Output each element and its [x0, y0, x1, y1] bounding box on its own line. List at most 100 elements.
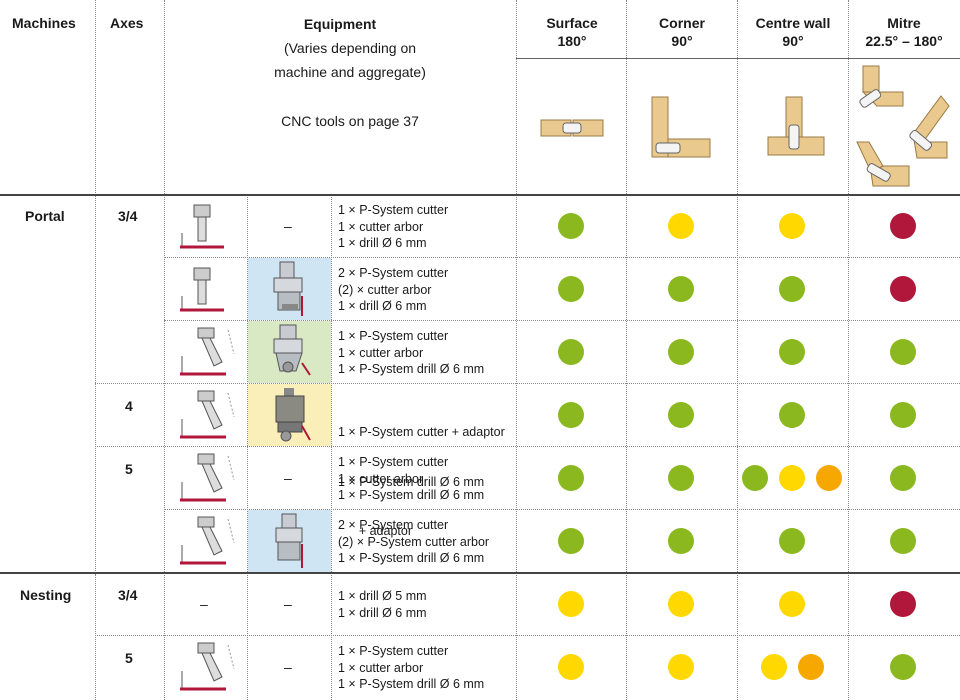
rating-dot-green	[668, 528, 694, 554]
header-surface: Surface 180°	[527, 14, 617, 50]
corner-joint-icon	[651, 96, 711, 158]
rating-dot-red	[890, 276, 916, 302]
machine-5axis-icon-1	[180, 327, 235, 376]
rating-dot-green	[890, 528, 916, 554]
vline-8	[331, 195, 332, 700]
vline-10	[95, 195, 96, 383]
rating-dot-yellow	[668, 213, 694, 239]
header-mitre-deg: 22.5° – 180°	[865, 33, 943, 49]
rating-dot-green	[668, 276, 694, 302]
rating-dot-red	[890, 591, 916, 617]
header-corner-label: Corner	[659, 15, 705, 31]
rating-dot-yellow	[779, 213, 805, 239]
eq-line: 2 × P-System cutter	[338, 266, 449, 280]
header-machines: Machines	[12, 15, 76, 31]
rating-dot-green	[779, 528, 805, 554]
equipment-row-6: 2 × P-System cutter (2) × P-System cutte…	[338, 517, 489, 567]
rating-dot-yellow	[779, 465, 805, 491]
header-axes: Axes	[110, 15, 144, 31]
rating-dot-green	[558, 402, 584, 428]
swivel-aggregate-icon	[273, 324, 311, 376]
angle-aggregate-icon	[273, 261, 303, 316]
row-line-4	[95, 446, 960, 447]
rating-dot-yellow	[668, 591, 694, 617]
rating-dot-yellow	[668, 654, 694, 680]
rating-dot-green	[558, 339, 584, 365]
header-surface-deg: 180°	[557, 33, 587, 49]
eq-line: 1 × cutter arbor	[338, 345, 424, 360]
machine-5axis-icon-5	[180, 642, 235, 691]
rating-dot-green	[779, 276, 805, 302]
eq-line: + adaptor	[338, 524, 413, 538]
rating-dot-green	[668, 465, 694, 491]
row-line-2	[164, 320, 960, 321]
header-corner: Corner 90°	[637, 14, 727, 50]
eq-line: 1 × P-System cutter	[338, 329, 449, 343]
rating-dot-green	[890, 339, 916, 365]
eq-line: (2) × cutter arbor	[338, 282, 432, 297]
header-centre: Centre wall 90°	[741, 14, 845, 50]
eq-line: 2 × P-System cutter	[338, 518, 449, 532]
double-aggregate-icon	[275, 513, 303, 568]
equipment-row-2: 2 × P-System cutter (2) × cutter arbor 1…	[338, 265, 448, 315]
axes-portal-34: 3/4	[118, 208, 138, 224]
eq-line: 1 × P-System drill Ø 6 mm	[338, 362, 485, 376]
rating-dot-green	[558, 213, 584, 239]
dash-aggregate-row8: –	[284, 659, 292, 675]
eq-line: 1 × drill Ø 6 mm	[338, 299, 427, 313]
rating-dot-yellow	[760, 654, 787, 680]
rating-dot-green	[779, 339, 805, 365]
rating-dot-green	[890, 402, 916, 428]
eq-line: 1 × drill Ø 6 mm	[338, 236, 427, 250]
header-equipment: Equipment	[303, 16, 377, 32]
dash-machine-row7: –	[200, 596, 208, 612]
rating-dot-green	[779, 402, 805, 428]
axes-nesting-5: 5	[125, 650, 133, 666]
header-centre-deg: 90°	[782, 33, 804, 49]
rating-dot-yellow	[558, 591, 584, 617]
header-mitre: Mitre 22.5° – 180°	[848, 14, 960, 50]
eq-line: 1 × drill Ø 5 mm	[338, 589, 427, 603]
centre-wall-joint-icon	[767, 96, 825, 156]
header-centre-label: Centre wall	[755, 15, 831, 31]
header-subline	[516, 58, 960, 59]
header-mitre-label: Mitre	[887, 15, 921, 31]
eq-line: (2) × P-System cutter arbor	[338, 534, 490, 549]
machine-3axis-icon-2	[180, 267, 224, 312]
group-portal: Portal	[25, 208, 65, 224]
rating-dot-green	[742, 465, 768, 491]
equipment-row-5: 1 × P-System cutter 1 × cutter arbor 1 ×…	[338, 454, 484, 504]
eq-line: 1 × P-System cutter	[338, 203, 449, 217]
vline-1	[95, 0, 96, 195]
eq-line: 1 × P-System cutter	[338, 455, 449, 469]
rating-dot-yellow	[558, 654, 584, 680]
equipment-row-3: 1 × P-System cutter 1 × cutter arbor 1 ×…	[338, 328, 484, 378]
eq-line: 1 × P-System cutter + adaptor	[338, 425, 505, 439]
vline-2	[164, 0, 165, 700]
row-line-1	[164, 257, 960, 258]
equipment-row-8: 1 × P-System cutter 1 × cutter arbor 1 ×…	[338, 643, 484, 693]
rating-dot-green	[668, 402, 694, 428]
dash-aggregate-row5: –	[284, 470, 292, 486]
eq-line: 1 × P-System cutter	[338, 644, 449, 658]
eq-line: 1 × P-System drill Ø 6 mm	[338, 488, 485, 502]
equipment-note-3: CNC tools on page 37	[281, 113, 419, 129]
axes-portal-5: 5	[125, 461, 133, 477]
surface-joint-icon	[540, 119, 604, 137]
vline-7	[247, 195, 248, 700]
rating-dot-green	[558, 528, 584, 554]
rating-dot-green	[890, 654, 916, 680]
equipment-note-2: machine and aggregate)	[274, 64, 426, 80]
rating-dot-red	[890, 213, 916, 239]
machine-5axis-icon-4	[180, 516, 235, 565]
rating-dot-green	[890, 465, 916, 491]
machine-3axis-icon	[180, 204, 224, 249]
equipment-row-1: 1 × P-System cutter 1 × cutter arbor 1 ×…	[338, 202, 448, 252]
rating-dot-orange	[797, 654, 824, 680]
eq-line: 1 × P-System drill Ø 6 mm	[338, 474, 485, 489]
dash-aggregate-row7: –	[284, 596, 292, 612]
eq-line: 1 × P-System drill Ø 6 mm	[338, 677, 485, 691]
equipment-note-1: (Varies depending on	[283, 40, 417, 56]
rating-dot-yellow	[779, 591, 805, 617]
header-bottom-line	[0, 194, 960, 196]
